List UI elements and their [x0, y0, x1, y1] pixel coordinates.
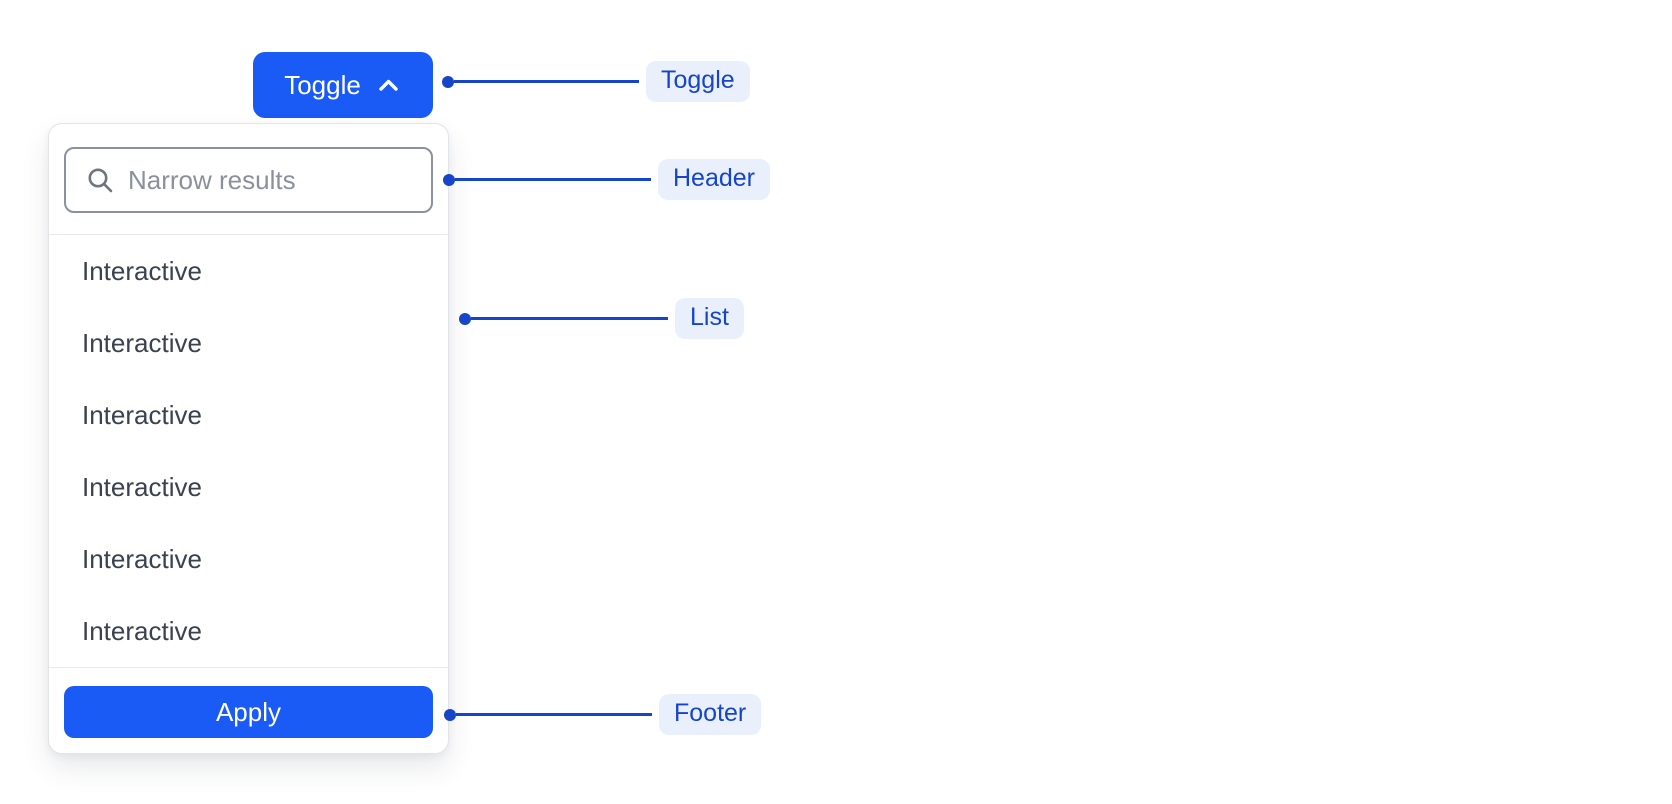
list-item[interactable]: Interactive: [82, 328, 202, 358]
callout-dot: [459, 312, 471, 325]
list-item[interactable]: Interactive: [82, 544, 202, 574]
callout-list: List: [459, 298, 744, 339]
search-input[interactable]: [66, 149, 431, 211]
callout-dot: [442, 75, 454, 88]
callout-toggle: Toggle: [442, 61, 750, 102]
header-divider: [49, 234, 448, 235]
popover-header: [49, 124, 448, 234]
callout-label-list: List: [675, 298, 744, 339]
search-box: [64, 147, 433, 213]
callout-line: [454, 80, 639, 83]
callout-header: Header: [443, 159, 770, 200]
callout-line: [471, 317, 668, 320]
callout-line: [456, 713, 652, 716]
toggle-button[interactable]: Toggle: [253, 52, 433, 118]
footer-divider: [49, 667, 448, 668]
list-item[interactable]: Interactive: [82, 256, 202, 286]
toggle-button-label: Toggle: [284, 69, 361, 100]
callout-label-toggle: Toggle: [646, 61, 750, 102]
list-item[interactable]: Interactive: [82, 400, 202, 430]
callout-footer: Footer: [444, 694, 762, 735]
popover-footer: Apply: [49, 668, 448, 753]
popover-panel: Interactive Interactive Interactive Inte…: [48, 123, 449, 754]
list-item[interactable]: Interactive: [82, 472, 202, 502]
callout-line: [455, 178, 651, 181]
apply-button[interactable]: Apply: [64, 686, 433, 738]
callout-label-header: Header: [658, 159, 770, 200]
callout-label-footer: Footer: [659, 694, 762, 735]
chevron-up-icon: [375, 72, 402, 99]
list-item[interactable]: Interactive: [82, 616, 202, 646]
option-list: Interactive Interactive Interactive Inte…: [49, 235, 448, 667]
